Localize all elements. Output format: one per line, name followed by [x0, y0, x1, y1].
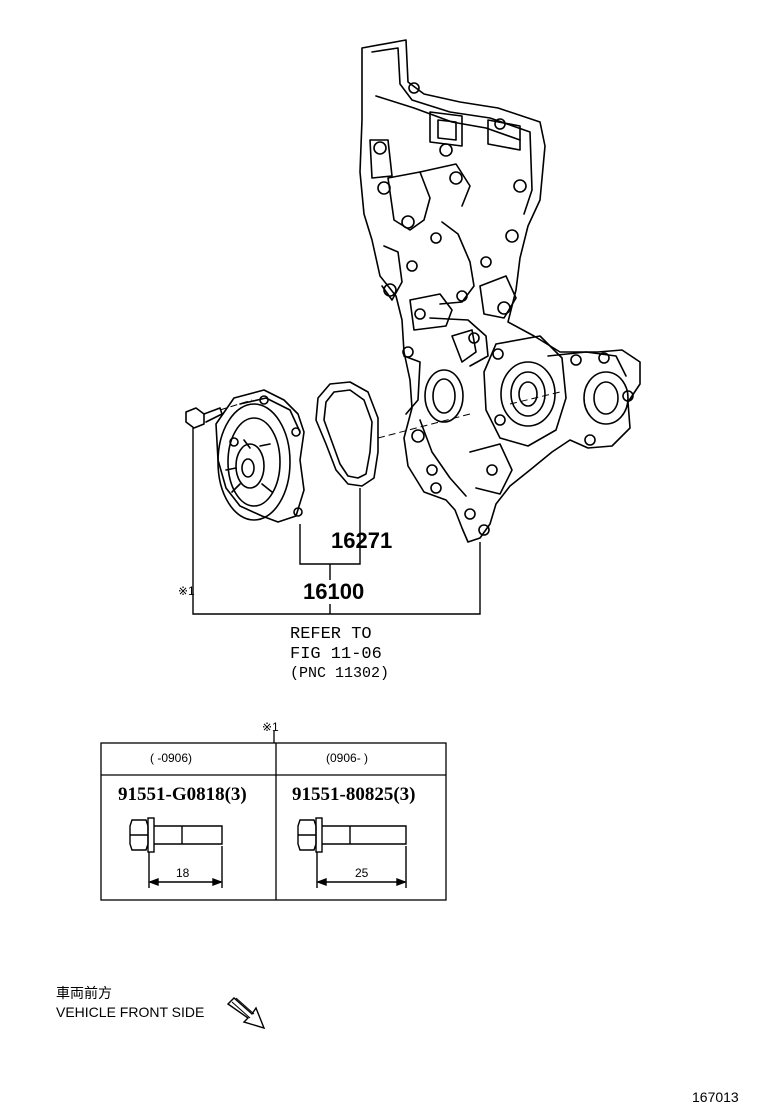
gasket-part-number: 16271	[331, 528, 393, 553]
vehicle-front-en: VEHICLE FRONT SIDE	[56, 1004, 205, 1020]
table-note-mark: ※1	[262, 720, 279, 734]
bolt	[185, 407, 223, 429]
note-mark: ※1	[178, 584, 195, 598]
water-pump	[215, 389, 305, 523]
bolt-part-number-1: 91551-G0818(3)	[118, 784, 247, 805]
bolt-drawing-18	[129, 817, 223, 888]
bolt-length-1: 18	[176, 866, 190, 880]
refer-line-3: (PNC 11302)	[290, 665, 390, 682]
refer-line-2: FIG 11-06	[290, 645, 382, 664]
gasket	[315, 381, 379, 487]
column-range-2: (0906- )	[326, 751, 369, 765]
water-pump-part-number: 16100	[303, 579, 365, 604]
bolt-table	[100, 731, 447, 901]
alignment-lines	[219, 391, 561, 439]
figure-id: 167013	[692, 1089, 739, 1105]
timing-chain-cover	[359, 39, 641, 543]
refer-line-1: REFER TO	[290, 625, 372, 644]
bolt-part-number-2: 91551-80825(3)	[292, 784, 416, 805]
vehicle-front-jp: 車両前方	[56, 985, 112, 1001]
bolt-length-2: 25	[355, 866, 369, 880]
leader-lines	[192, 428, 481, 615]
front-arrow-icon	[226, 997, 266, 1030]
column-range-1: ( -0906)	[150, 751, 193, 765]
bolt-drawing-25	[297, 817, 407, 888]
